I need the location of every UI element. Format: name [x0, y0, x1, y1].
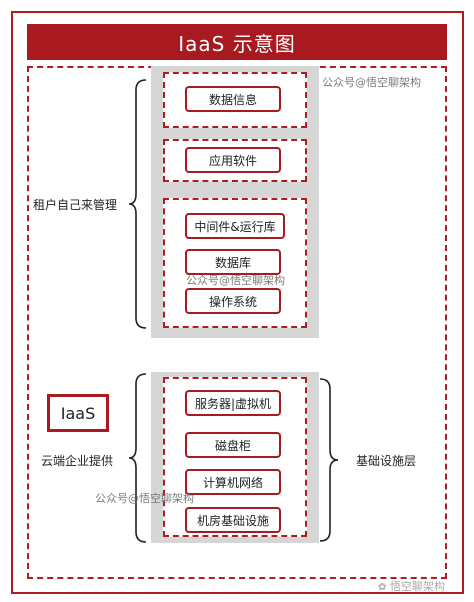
iaas-tag: IaaS	[47, 394, 109, 432]
watermark-corner: ✿ 悟空聊架构	[378, 578, 445, 594]
network-box: 计算机网络	[185, 469, 281, 495]
middleware-box: 中间件&运行库	[185, 213, 285, 239]
os-box: 操作系统	[185, 288, 281, 314]
provider-label: 云端企业提供	[41, 454, 114, 468]
provider-brace	[128, 373, 147, 543]
app-software-group	[163, 139, 307, 182]
diagram-frame	[11, 11, 464, 594]
diagram-title: IaaS 示意图	[27, 24, 447, 60]
disk-cabinet-box: 磁盘柜	[185, 432, 281, 458]
wechat-icon: ✿	[378, 582, 387, 593]
infra-brace	[319, 378, 339, 542]
infra-label: 基础设施层	[356, 454, 417, 468]
tenant-brace	[128, 79, 147, 329]
tenant-label: 租户自己来管理	[33, 198, 118, 212]
watermark-middle: 公众号@悟空聊架构	[186, 274, 285, 287]
watermark-corner-text: 悟空聊架构	[389, 580, 445, 593]
watermark-lower: 公众号@悟空聊架构	[95, 492, 194, 505]
data-info-box: 数据信息	[185, 86, 281, 112]
facility-box: 机房基础设施	[185, 507, 281, 533]
database-box: 数据库	[185, 249, 281, 275]
app-software-box: 应用软件	[185, 147, 281, 173]
server-vm-box: 服务器|虚拟机	[185, 390, 281, 416]
watermark-top: 公众号@悟空聊架构	[322, 76, 421, 89]
